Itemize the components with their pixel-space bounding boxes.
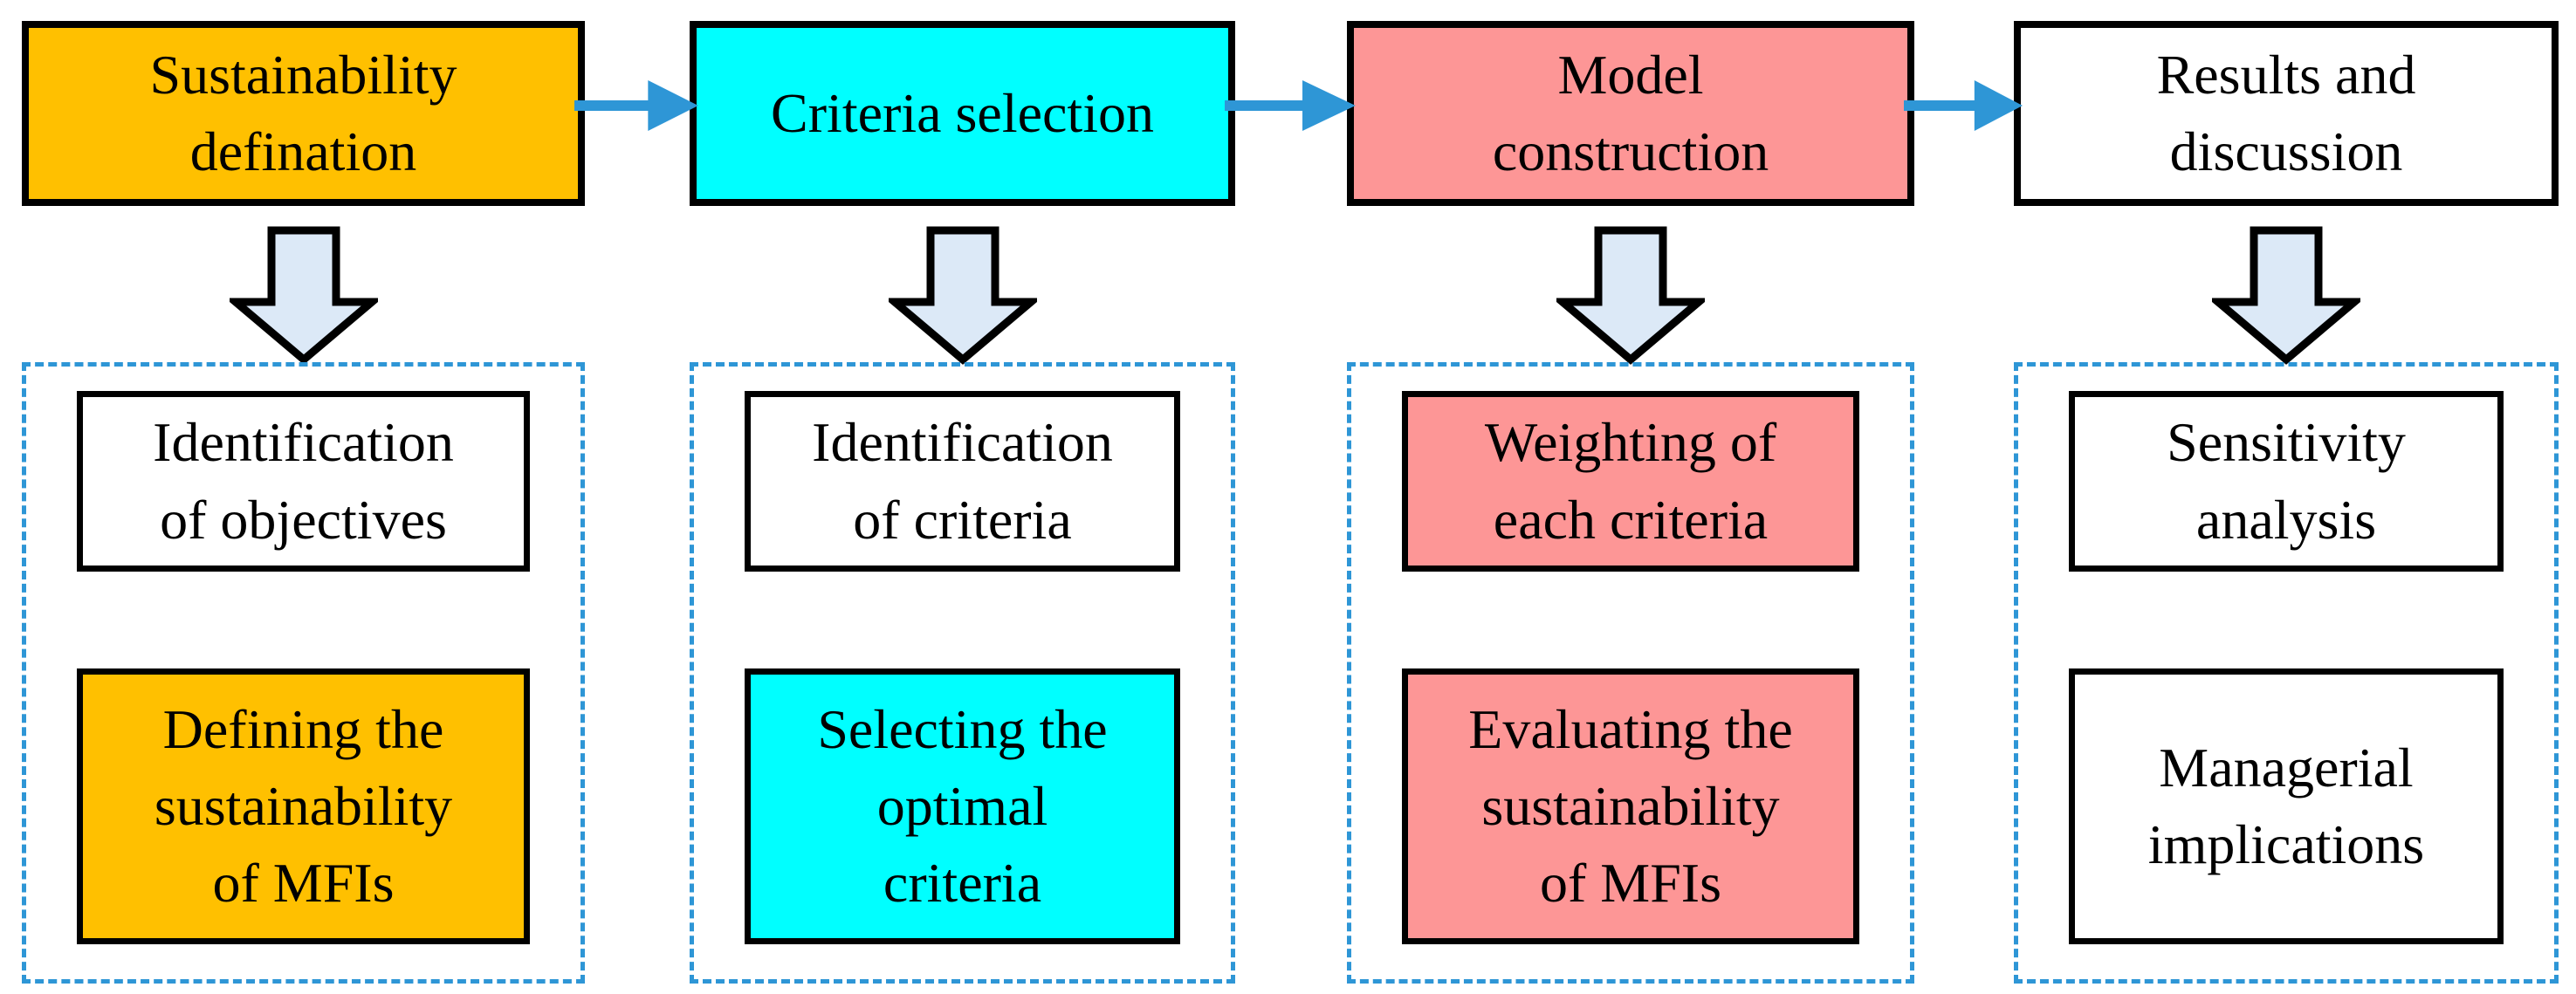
right-arrow-icon bbox=[574, 80, 698, 131]
sub-box-managerial-implications: Managerial implications bbox=[2069, 668, 2504, 944]
stage-box-results-discussion: Results and discussion bbox=[2014, 21, 2559, 206]
down-arrow-icon bbox=[1556, 226, 1705, 365]
right-arrow-icon bbox=[1904, 80, 2023, 131]
sub-box-identification-of-criteria: Identification of criteria bbox=[745, 391, 1180, 572]
right-arrow-icon bbox=[574, 75, 700, 136]
down-arrow-icon bbox=[2212, 226, 2360, 365]
down-arrow-icon bbox=[888, 225, 1037, 365]
down-arrow-icon bbox=[229, 225, 378, 365]
detail-group-model-construction: Weighting of each criteria Evaluating th… bbox=[1347, 362, 1914, 984]
detail-group-sustainability-definition: Identification of objectives Defining th… bbox=[22, 362, 585, 984]
down-arrow-icon bbox=[2212, 225, 2360, 365]
sub-box-identification-of-objectives: Identification of objectives bbox=[77, 391, 530, 572]
down-arrow-icon bbox=[888, 226, 1037, 365]
detail-group-results-discussion: Sensitivity analysis Managerial implicat… bbox=[2014, 362, 2559, 984]
sub-box-sensitivity-analysis: Sensitivity analysis bbox=[2069, 391, 2504, 572]
sub-box-defining-sustainability-of-mfis: Defining the sustainability of MFIs bbox=[77, 668, 530, 944]
sub-box-selecting-optimal-criteria: Selecting the optimal criteria bbox=[745, 668, 1180, 944]
right-arrow-icon bbox=[1904, 75, 2024, 136]
stage-box-criteria-selection: Criteria selection bbox=[690, 21, 1235, 206]
sub-box-evaluating-sustainability-of-mfis: Evaluating the sustainability of MFIs bbox=[1402, 668, 1859, 944]
down-arrow-icon bbox=[229, 226, 378, 365]
detail-group-criteria-selection: Identification of criteria Selecting the… bbox=[690, 362, 1235, 984]
down-arrow-icon bbox=[1556, 225, 1705, 365]
stage-box-sustainability-definition: Sustainability defination bbox=[22, 21, 585, 206]
right-arrow-icon bbox=[1225, 80, 1356, 131]
stage-box-model-construction: Model construction bbox=[1347, 21, 1914, 206]
sub-box-weighting-of-each-criteria: Weighting of each criteria bbox=[1402, 391, 1859, 572]
right-arrow-icon bbox=[1225, 75, 1357, 136]
